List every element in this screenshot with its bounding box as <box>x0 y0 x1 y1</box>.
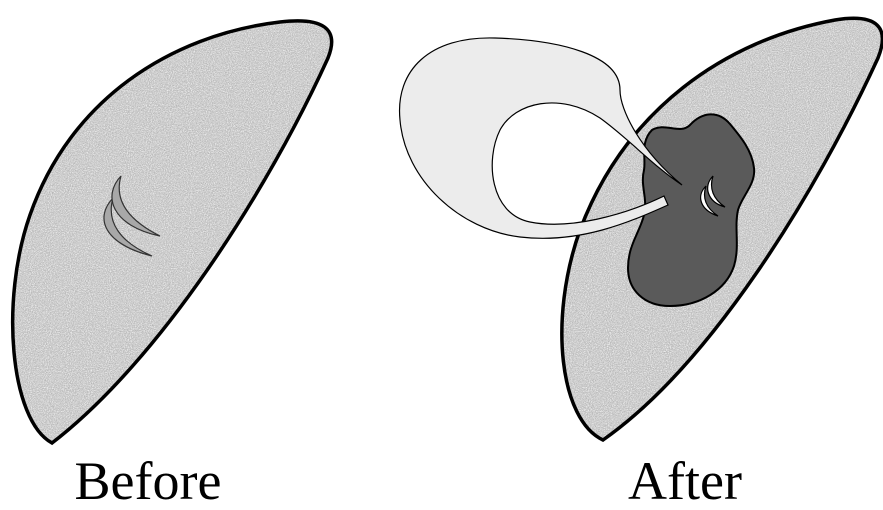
caption-before: Before <box>75 452 222 510</box>
speech-balloon-loop <box>400 38 682 238</box>
tissue-speckle-dark-before <box>13 21 332 443</box>
panel-before <box>13 21 332 443</box>
panel-after <box>400 18 883 440</box>
caption-after: After <box>628 452 742 510</box>
